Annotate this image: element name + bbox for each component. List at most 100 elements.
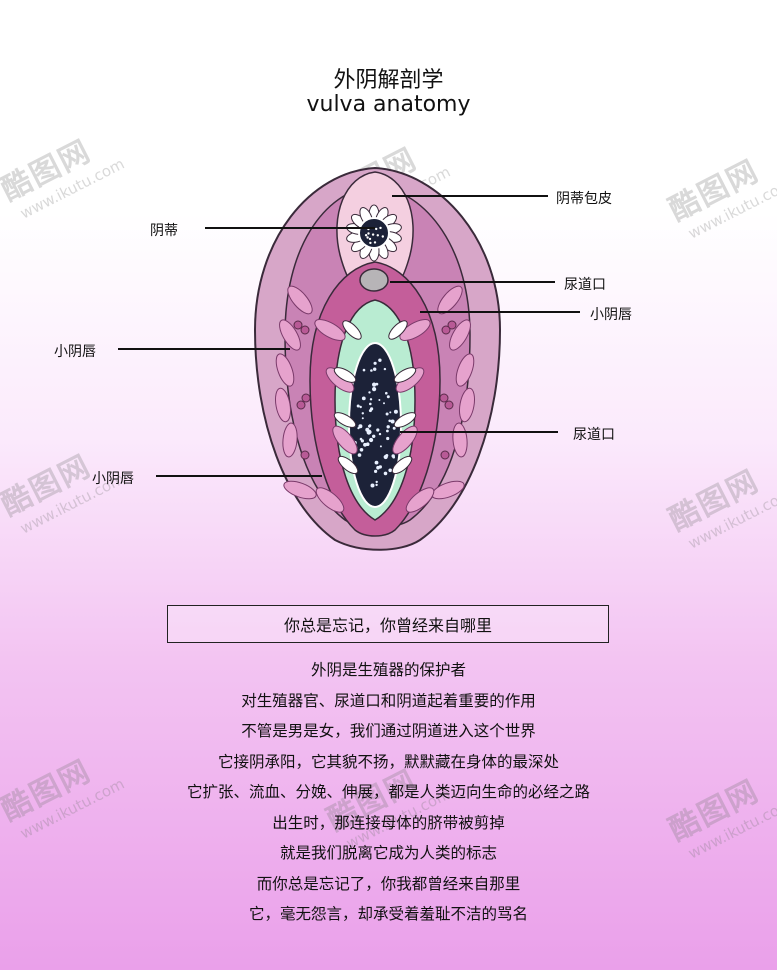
white-leaf bbox=[393, 412, 417, 428]
poem-line: 外阴是生殖器的保护者 bbox=[310, 661, 466, 679]
title-chinese: 外阴解剖学 bbox=[333, 68, 444, 93]
leaf bbox=[282, 422, 298, 458]
leaf bbox=[437, 285, 463, 315]
flower-dot bbox=[381, 235, 384, 238]
white-leaf bbox=[337, 455, 359, 475]
opening-dot bbox=[391, 420, 395, 423]
leaf bbox=[283, 480, 317, 500]
opening-dot bbox=[365, 442, 370, 447]
opening-dot bbox=[359, 405, 362, 409]
poem-line: 不管是男是女，我们通过阴道进入这个世界 bbox=[241, 722, 536, 740]
opening-dot bbox=[386, 395, 390, 399]
opening-dots bbox=[351, 358, 398, 488]
leaf bbox=[449, 319, 471, 351]
opening-dot bbox=[368, 424, 371, 428]
flower-dot bbox=[371, 233, 375, 236]
opening-dot bbox=[383, 367, 387, 371]
opening-dot bbox=[389, 411, 392, 414]
leaf bbox=[332, 425, 358, 455]
label-clitoris: 阴蒂 bbox=[150, 223, 178, 239]
opening-dot bbox=[376, 465, 380, 470]
opening-dot bbox=[357, 453, 362, 457]
leaf bbox=[314, 319, 346, 341]
opening-dot bbox=[385, 454, 389, 457]
opening-dot bbox=[374, 469, 378, 473]
opening-dot bbox=[375, 483, 378, 487]
leaf bbox=[275, 353, 295, 387]
opening-dot bbox=[370, 369, 373, 372]
leaf bbox=[405, 487, 435, 513]
quote-box: 你总是忘记，你曾经来自哪里 bbox=[167, 605, 609, 643]
label-vaginal-opening: 尿道口 bbox=[573, 427, 615, 443]
flower-dot bbox=[369, 241, 372, 245]
white-leaf bbox=[391, 455, 413, 475]
label-labia-lower-left: 小阴唇 bbox=[92, 471, 134, 487]
opening-dot bbox=[386, 429, 389, 433]
berry bbox=[301, 393, 311, 403]
decorative-berries bbox=[293, 320, 457, 460]
opening-dot bbox=[383, 471, 388, 476]
label-labia-minora-right: 小阴唇 bbox=[590, 307, 632, 323]
leaf bbox=[455, 353, 475, 387]
urethral-opening bbox=[359, 268, 389, 292]
poem-line: 而你总是忘记了，你我都曾经来自那里 bbox=[256, 874, 521, 893]
leaf bbox=[459, 387, 475, 423]
leaf bbox=[399, 319, 431, 341]
decorative-leaves bbox=[275, 285, 475, 513]
opening-dot bbox=[373, 367, 377, 371]
opening-dot bbox=[370, 483, 375, 488]
opening-dot bbox=[378, 399, 381, 401]
opening-dot bbox=[361, 412, 364, 415]
flower-dot bbox=[373, 241, 377, 244]
white-leaf bbox=[393, 367, 417, 383]
opening-dot bbox=[385, 412, 389, 416]
poem-line: 它接阴承阳，它其貌不扬，默默藏在身体的最深处 bbox=[217, 752, 559, 771]
flower-dot bbox=[379, 226, 382, 230]
opening-dot bbox=[385, 391, 388, 395]
flower-dot bbox=[375, 227, 378, 231]
berry bbox=[441, 325, 451, 335]
opening-dot bbox=[383, 402, 385, 405]
white-leaf bbox=[388, 320, 408, 340]
opening-dot bbox=[386, 436, 390, 441]
opening-dot bbox=[376, 428, 380, 432]
leaf bbox=[315, 487, 345, 513]
berry bbox=[444, 400, 454, 410]
leaf bbox=[279, 319, 301, 351]
label-clitoral-hood: 阴蒂包皮 bbox=[556, 191, 612, 207]
leaf bbox=[287, 285, 313, 315]
opening-dot bbox=[386, 425, 390, 429]
poem-line: 它，毫无怨言，却承受着羞耻不洁的骂名 bbox=[248, 905, 528, 923]
clitoris-flower bbox=[346, 204, 402, 262]
leaf bbox=[275, 387, 291, 423]
opening-dot bbox=[378, 432, 382, 436]
berry bbox=[293, 320, 303, 330]
poem-line: 对生殖器官、尿道口和阴道起着重要的作用 bbox=[241, 691, 536, 710]
flower-dot bbox=[364, 234, 368, 237]
flower-dot bbox=[366, 236, 369, 239]
opening-dot bbox=[392, 426, 396, 430]
opening-dot bbox=[360, 439, 364, 443]
white-leaf bbox=[342, 320, 362, 340]
opening-dot bbox=[372, 382, 377, 387]
opening-dot bbox=[362, 368, 366, 372]
berry bbox=[440, 450, 450, 460]
opening-dot bbox=[361, 396, 366, 401]
flower-center bbox=[358, 217, 390, 249]
opening-dot bbox=[372, 387, 377, 392]
quote-text: 你总是忘记，你曾经来自哪里 bbox=[283, 616, 492, 635]
opening-dot bbox=[388, 419, 392, 423]
opening-dot bbox=[369, 398, 373, 401]
opening-dot bbox=[374, 460, 379, 465]
title-english: vulva anatomy bbox=[306, 92, 471, 117]
opening-dot bbox=[356, 404, 360, 408]
opening-dot bbox=[361, 417, 364, 420]
berry bbox=[447, 320, 457, 330]
opening-dot bbox=[375, 480, 378, 484]
opening-dot bbox=[392, 455, 396, 459]
white-leaf bbox=[333, 367, 357, 383]
berry bbox=[300, 325, 310, 335]
vulva-diagram bbox=[118, 166, 580, 551]
poem-line: 它扩张、流血、分娩、伸展，都是人类迈向生命的必经之路 bbox=[186, 783, 590, 801]
opening-dot bbox=[358, 424, 363, 429]
